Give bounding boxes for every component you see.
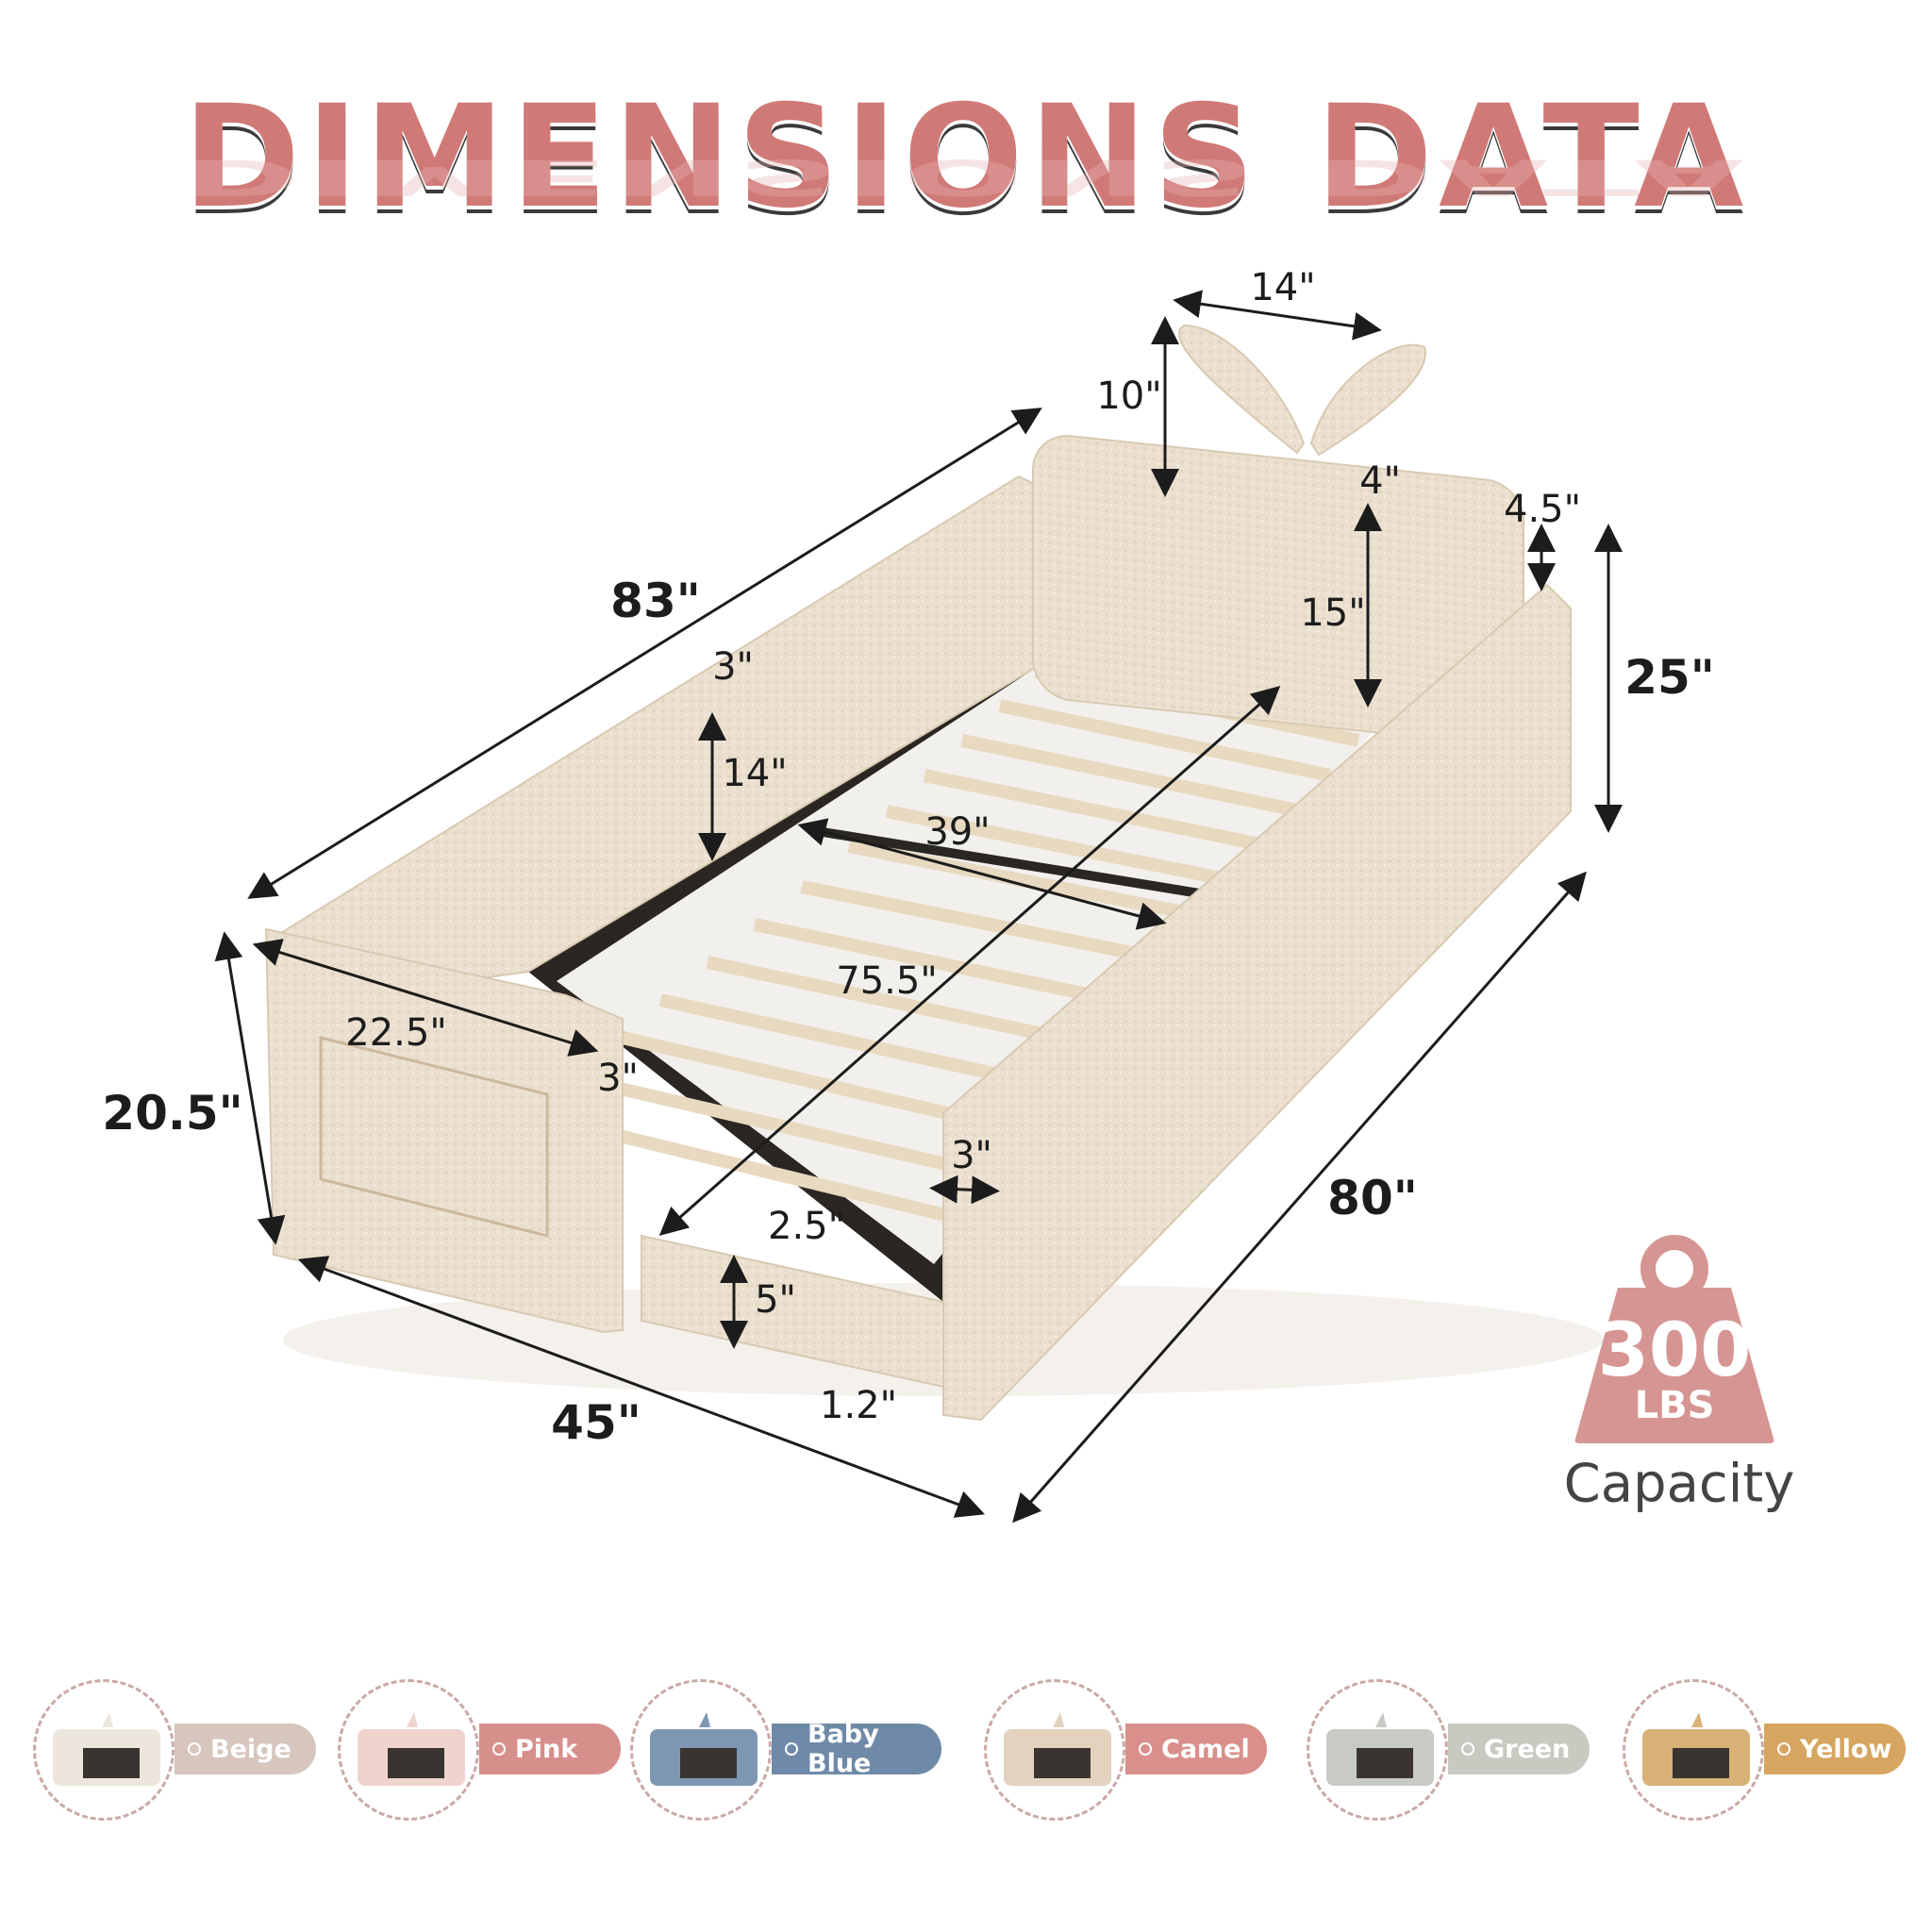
footboard-pocket	[319, 1036, 549, 1238]
color-thumbnail	[33, 1679, 175, 1821]
color-label: Camel	[1161, 1734, 1250, 1764]
color-thumbnail	[630, 1679, 772, 1821]
bunny-ears	[1177, 324, 1426, 457]
color-pill: Pink	[479, 1724, 621, 1774]
color-pill: Camel	[1125, 1724, 1267, 1774]
headboard-inner-height-label: 15"	[1300, 591, 1366, 635]
capacity-label: Capacity	[1563, 1453, 1795, 1515]
color-pill: Baby Blue	[772, 1720, 941, 1778]
color-pill: Yellow	[1764, 1724, 1906, 1774]
side-rail-height-label: 14"	[722, 752, 788, 795]
color-label: Green	[1484, 1734, 1571, 1764]
clearance-label: 2.5"	[767, 1205, 846, 1248]
leg-height-label: 1.2"	[819, 1384, 898, 1427]
radio-dot-icon	[1139, 1742, 1152, 1756]
color-pill: Green	[1448, 1724, 1590, 1774]
ear-thickness-label: 4"	[1359, 459, 1401, 503]
weight-value: 300	[1597, 1308, 1752, 1393]
top-offset-label: 4.5"	[1503, 488, 1582, 531]
radio-dot-icon	[188, 1742, 201, 1756]
overall-width-label: 45"	[551, 1395, 641, 1450]
color-label: Baby Blue	[808, 1720, 879, 1778]
overall-length-label: 83"	[610, 574, 701, 628]
footboard-height-label: 20.5"	[102, 1086, 243, 1141]
weight-unit: LBS	[1634, 1384, 1715, 1427]
weight-icon	[1574, 1235, 1774, 1443]
footboard-width-label: 22.5"	[345, 1011, 447, 1055]
page-title: DIMENSIONS DATA	[182, 75, 1750, 240]
slat-height-label: 5"	[755, 1278, 796, 1322]
color-pill: Beige	[175, 1724, 316, 1774]
color-label: Yellow	[1800, 1734, 1892, 1764]
color-label: Beige	[210, 1734, 291, 1764]
color-thumbnail	[1307, 1679, 1448, 1821]
ear-height-label: 10"	[1096, 375, 1162, 418]
color-thumbnail	[1623, 1679, 1764, 1821]
dimension-lines	[214, 290, 1623, 1524]
color-thumbnail	[338, 1679, 479, 1821]
ear-width-label: 14"	[1250, 266, 1316, 309]
radio-dot-icon	[1777, 1742, 1790, 1756]
side-rail-thickness-label: 3"	[712, 645, 754, 689]
inner-length-label: 75.5"	[836, 959, 938, 1003]
color-label: Pink	[515, 1734, 578, 1764]
overall-height-label: 25"	[1624, 650, 1715, 705]
front-rail-thickness-label: 3"	[951, 1134, 992, 1177]
radio-dot-icon	[492, 1742, 506, 1756]
overall-side-length-label: 80"	[1327, 1171, 1418, 1225]
color-thumbnail	[984, 1679, 1125, 1821]
radio-dot-icon	[1461, 1742, 1474, 1756]
inner-width-label: 39"	[924, 810, 991, 854]
footboard-thickness-label: 3"	[597, 1057, 639, 1100]
radio-dot-icon	[785, 1742, 798, 1756]
